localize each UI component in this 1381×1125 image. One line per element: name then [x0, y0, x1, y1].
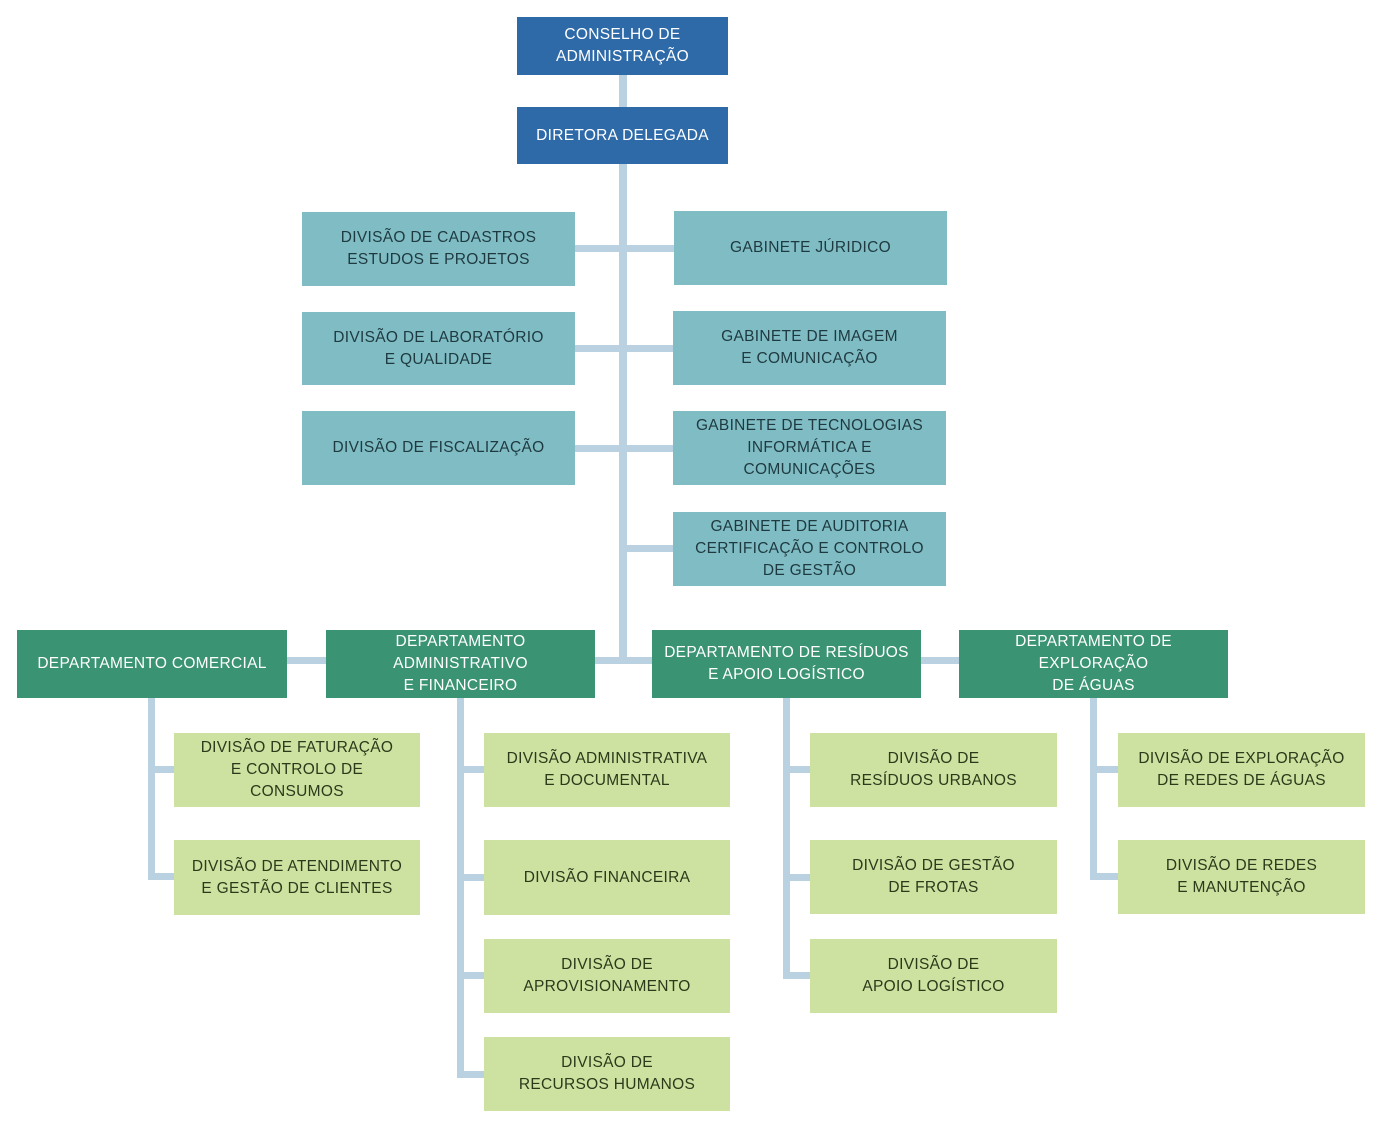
connector-dept1-div1 [148, 766, 174, 773]
division-label: DIVISÃO DE FATURAÇÃO E CONTROLO DE CONSU… [200, 739, 394, 800]
connector-dept2-div3 [457, 972, 484, 979]
right-unit-box: GABINETE DE IMAGEM E COMUNICAÇÃO [673, 311, 946, 385]
department-box: DEPARTAMENTO COMERCIAL [17, 630, 287, 698]
connector-dept3-trunk [783, 697, 790, 979]
connector-dept3-div3 [783, 972, 810, 979]
connector-dept2-div4 [457, 1071, 484, 1078]
division-label: DIVISÃO DE ATENDIMENTO E GESTÃO DE CLIEN… [191, 857, 403, 897]
connector-dept3-div2 [783, 874, 810, 881]
left-unit-box: DIVISÃO DE LABORATÓRIO E QUALIDADE [302, 312, 575, 385]
division-label: DIVISÃO DE RECURSOS HUMANOS [518, 1054, 696, 1093]
department-box: DEPARTAMENTO ADMINISTRATIVO E FINANCEIRO [326, 630, 595, 698]
connector-main-spine [619, 163, 627, 663]
director-label: DIRETORA DELEGADA [536, 126, 709, 144]
division-label: DIVISÃO DE APOIO LOGÍSTICO [862, 956, 1005, 995]
division-label: DIVISÃO DE GESTÃO DE FROTAS [852, 857, 1015, 896]
division-box: DIVISÃO ADMINISTRATIVA E DOCUMENTAL [484, 733, 730, 807]
department-label: DEPARTAMENTO ADMINISTRATIVO E FINANCEIRO [393, 633, 528, 694]
connector-left-2 [574, 345, 624, 352]
right-unit-label: GABINETE DE TECNOLOGIAS INFORMÁTICA E CO… [695, 417, 924, 478]
department-label: DEPARTAMENTO COMERCIAL [37, 655, 267, 672]
division-label: DIVISÃO DE REDES E MANUTENÇÃO [1165, 857, 1318, 896]
connector-dept4-div1 [1090, 766, 1118, 773]
division-box: DIVISÃO DE ATENDIMENTO E GESTÃO DE CLIEN… [174, 840, 420, 915]
connector-right-3 [624, 445, 674, 452]
connector-dept4-div2 [1090, 873, 1118, 880]
board-box: CONSELHO DE ADMINISTRAÇÃO [517, 17, 728, 75]
department-box: DEPARTAMENTO DE RESÍDUOS E APOIO LOGÍSTI… [652, 630, 921, 698]
department-label: DEPARTAMENTO DE RESÍDUOS E APOIO LOGÍSTI… [664, 644, 909, 683]
connector-dept1-trunk [148, 697, 155, 880]
division-label: DIVISÃO FINANCEIRA [523, 868, 691, 886]
division-box: DIVISÃO DE RECURSOS HUMANOS [484, 1037, 730, 1111]
connector-dept3-div1 [783, 766, 810, 773]
connector-left-1 [574, 245, 624, 252]
connector-dept4-trunk [1090, 697, 1097, 880]
left-unit-box: DIVISÃO DE FISCALIZAÇÃO [302, 411, 575, 485]
division-box: DIVISÃO DE RESÍDUOS URBANOS [810, 733, 1057, 807]
department-label: DEPARTAMENTO DE EXPLORAÇÃO DE ÁGUAS [1015, 633, 1172, 694]
left-unit-label: DIVISÃO DE CADASTROS ESTUDOS E PROJETOS [340, 229, 537, 268]
division-box: DIVISÃO FINANCEIRA [484, 840, 730, 915]
division-box: DIVISÃO DE EXPLORAÇÃO DE REDES DE ÁGUAS [1118, 733, 1365, 807]
connector-right-1 [624, 245, 674, 252]
division-label: DIVISÃO DE EXPLORAÇÃO DE REDES DE ÁGUAS [1138, 750, 1345, 789]
connector-dept1-div2 [148, 873, 174, 880]
connector-right-4 [624, 545, 674, 552]
connector-right-2 [624, 345, 674, 352]
board-label: CONSELHO DE ADMINISTRAÇÃO [555, 26, 690, 65]
division-box: DIVISÃO DE REDES E MANUTENÇÃO [1118, 840, 1365, 914]
connector-dept2-div2 [457, 874, 484, 881]
division-box: DIVISÃO DE GESTÃO DE FROTAS [810, 840, 1057, 914]
right-unit-label: GABINETE DE AUDITORIA CERTIFICAÇÃO E CON… [695, 518, 924, 579]
right-unit-label: GABINETE JÚRIDICO [730, 239, 891, 256]
right-unit-label: GABINETE DE IMAGEM E COMUNICAÇÃO [721, 328, 898, 367]
left-unit-box: DIVISÃO DE CADASTROS ESTUDOS E PROJETOS [302, 212, 575, 286]
division-label: DIVISÃO ADMINISTRATIVA E DOCUMENTAL [506, 750, 708, 789]
division-box: DIVISÃO DE APROVISIONAMENTO [484, 939, 730, 1013]
division-box: DIVISÃO DE FATURAÇÃO E CONTROLO DE CONSU… [174, 733, 420, 807]
division-box: DIVISÃO DE APOIO LOGÍSTICO [810, 939, 1057, 1013]
right-unit-box: GABINETE JÚRIDICO [674, 211, 947, 285]
department-box: DEPARTAMENTO DE EXPLORAÇÃO DE ÁGUAS [959, 630, 1228, 698]
division-label: DIVISÃO DE RESÍDUOS URBANOS [850, 750, 1017, 789]
left-unit-label: DIVISÃO DE LABORATÓRIO E QUALIDADE [333, 328, 544, 368]
connector-dept2-trunk [457, 697, 464, 1078]
division-label: DIVISÃO DE APROVISIONAMENTO [523, 956, 691, 995]
connector-board-director [619, 74, 627, 108]
connector-dept2-div1 [457, 766, 484, 773]
right-unit-box: GABINETE DE AUDITORIA CERTIFICAÇÃO E CON… [673, 512, 946, 586]
director-box: DIRETORA DELEGADA [517, 107, 728, 164]
right-unit-box: GABINETE DE TECNOLOGIAS INFORMÁTICA E CO… [673, 411, 946, 485]
connector-departments-bar [286, 657, 960, 664]
connector-left-3 [574, 445, 624, 452]
left-unit-label: DIVISÃO DE FISCALIZAÇÃO [332, 439, 545, 456]
